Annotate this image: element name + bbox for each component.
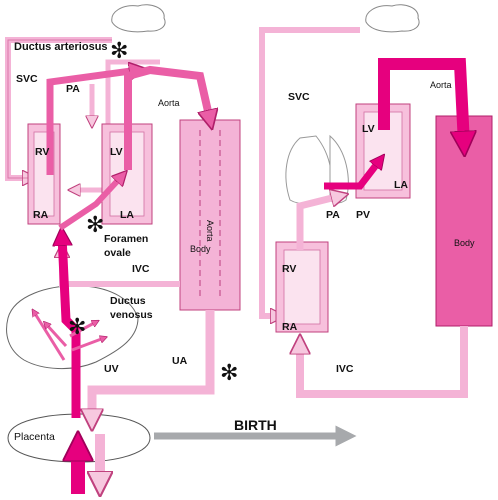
postnatal-svc-vessel: [259, 27, 360, 316]
fetal-svc-label: SVC: [16, 73, 38, 85]
uv-trunk-vessel: [62, 236, 81, 418]
postnatal-ivc-label: IVC: [336, 363, 354, 375]
ductus-arteriosus-label: Ductus arteriosus: [14, 41, 108, 53]
ovale-label: ovale: [104, 247, 131, 259]
fetal-body-label: Body: [190, 244, 211, 254]
fetal-aorta-label: Aorta: [158, 98, 180, 108]
postnatal-svc-label: SVC: [288, 91, 310, 103]
ductus-arteriosus-asterisk: ✻: [110, 39, 128, 64]
umbilical-artery-asterisk: ✻: [220, 361, 238, 386]
ductus-venosus-asterisk: ✻: [68, 315, 86, 340]
postnatal-circulation: Aorta SVC LV LA PA PV Body RV RA IVC: [259, 4, 493, 398]
ua-vessel: [92, 310, 215, 420]
postnatal-pa-vessel: [296, 196, 340, 250]
postnatal-body-return-vessel: [300, 326, 468, 398]
fetal-ra-label: RA: [33, 209, 49, 221]
postnatal-pv-label: PV: [356, 209, 370, 221]
fetal-pa-label: PA: [66, 83, 80, 95]
postnatal-aorta-vessel: [378, 58, 464, 144]
foramen-ovale-shunt: [58, 176, 122, 231]
fetal-circulation: Ductus arteriosus SVC PA Aorta RV LV RA …: [5, 4, 241, 494]
brain-outline: [111, 4, 166, 33]
postnatal-lv-label: LV: [362, 123, 375, 135]
venosus-label: venosus: [110, 309, 153, 321]
postnatal-aorta-label: Aorta: [430, 80, 452, 90]
postnatal-rv-label: RV: [282, 263, 296, 275]
fetal-lv-label: LV: [110, 146, 123, 158]
fetal-rv-label: RV: [35, 146, 49, 158]
fetal-body-column: [179, 119, 241, 311]
postnatal-pa-label: PA: [326, 209, 340, 221]
postnatal-pv-vessel: [324, 160, 380, 190]
left-lung-outline: [285, 135, 333, 205]
birth-transition: BIRTH: [154, 417, 357, 447]
uv-label: UV: [104, 363, 119, 375]
aortic-arch-vessel: [124, 65, 210, 170]
pa-vessel: [46, 70, 138, 175]
fetal-la-label: LA: [120, 209, 134, 221]
foramen-label: Foramen: [104, 233, 148, 245]
foramen-ovale-asterisk: ✻: [86, 213, 104, 238]
postnatal-la-label: LA: [394, 179, 408, 191]
postnatal-body-column: [435, 115, 493, 327]
birth-label: BIRTH: [234, 417, 277, 433]
fetal-ivc-label: IVC: [132, 263, 150, 275]
fetal-aorta-vertical-label: Aorta: [205, 220, 215, 242]
postnatal-body-label: Body: [454, 238, 475, 248]
postnatal-brain-outline: [365, 4, 420, 33]
placenta-label: Placenta: [14, 431, 55, 443]
postnatal-ra-label: RA: [282, 321, 298, 333]
ua-label: UA: [172, 355, 188, 367]
ductus-label: Ductus: [110, 295, 146, 307]
